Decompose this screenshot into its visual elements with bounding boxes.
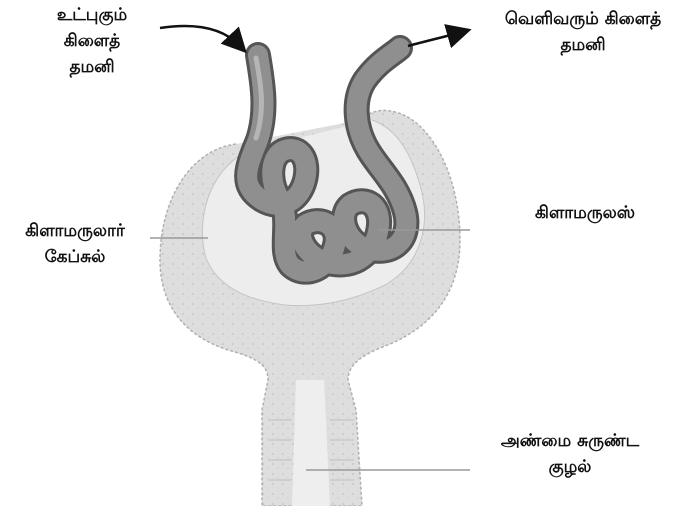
afferent-arteriole-line-3: தமனி	[22, 54, 162, 80]
glomerulus-line-1: கிளாமருலஸ்	[505, 200, 665, 226]
bowmans-capsule-label: கிளாமருலார் கேப்சுல்	[0, 218, 150, 270]
efferent-arteriole-line-1: வெளிவரும் கிளைத்	[478, 6, 688, 32]
proximal-tubule-line-2: குழல்	[470, 454, 670, 480]
efferent-arteriole-line-2: தமனி	[478, 32, 688, 58]
proximal-tubule-label: அண்மை சுருண்ட குழல்	[470, 428, 670, 480]
afferent-arrow	[160, 26, 240, 46]
efferent-arrow	[408, 32, 462, 46]
proximal-tubule-line-1: அண்மை சுருண்ட	[470, 428, 670, 454]
afferent-arteriole-line-1: உட்புகும்	[22, 2, 162, 28]
glomerulus-label: கிளாமருலஸ்	[505, 200, 665, 226]
bowmans-capsule-line-2: கேப்சுல்	[0, 244, 150, 270]
efferent-arteriole-label: வெளிவரும் கிளைத் தமனி	[478, 6, 688, 58]
afferent-arteriole-label: உட்புகும் கிளைத் தமனி	[22, 2, 162, 80]
tubule-lumen	[292, 380, 330, 506]
afferent-arteriole-line-2: கிளைத்	[22, 28, 162, 54]
bowmans-capsule-line-1: கிளாமருலார்	[0, 218, 150, 244]
